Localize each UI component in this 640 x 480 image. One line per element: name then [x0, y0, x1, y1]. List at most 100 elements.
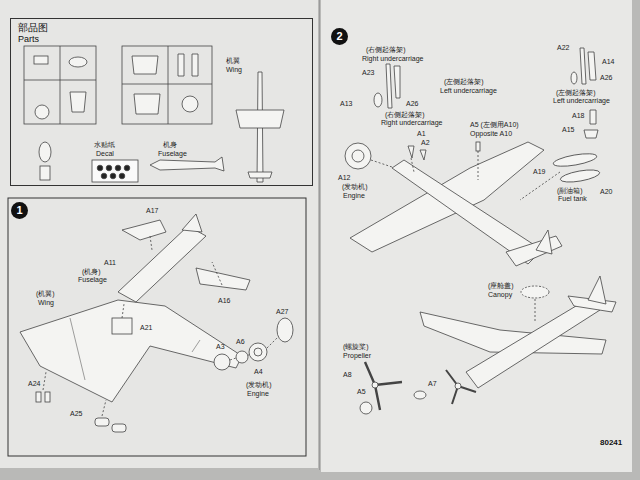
- panel-heading: Parts: [18, 34, 312, 45]
- engine-cowl: [345, 143, 371, 169]
- part-name: Left undercarriage: [440, 87, 497, 95]
- callout-number: A20: [600, 188, 612, 196]
- callout-number: A5 (左侧用A10): [470, 121, 519, 129]
- part-name: Canopy: [488, 291, 512, 299]
- left-page: [0, 0, 318, 468]
- callout-number: A22: [557, 44, 569, 52]
- canopy-part: [40, 166, 50, 180]
- sprue-part: [178, 54, 198, 76]
- callout-number: A26: [406, 100, 418, 108]
- callout-number: A17: [146, 207, 158, 215]
- part-name: (座舱盖): [488, 282, 514, 290]
- cowl-a27: [277, 318, 293, 342]
- part-a24: [45, 392, 50, 402]
- part-name: Engine: [343, 192, 365, 200]
- part-name: Fuselage: [78, 276, 107, 284]
- sprue-part: [182, 96, 198, 112]
- decal-roundel: [115, 165, 121, 171]
- callout-number: A8: [343, 371, 352, 379]
- part-name: Left undercarriage: [553, 97, 610, 105]
- part-a7: [414, 391, 426, 399]
- callout-number: A5: [357, 388, 366, 396]
- step-number-text: 1: [16, 205, 22, 216]
- wing: [20, 300, 242, 402]
- callout-number: A27: [276, 308, 288, 316]
- part-name: Fuel tank: [558, 195, 587, 203]
- part-name: 水贴纸: [94, 141, 115, 149]
- decal-roundel: [97, 165, 103, 171]
- callout-number: A14: [602, 58, 614, 66]
- callout-number: A24: [28, 380, 40, 388]
- sprue-frame: [122, 46, 212, 124]
- wing-part: [236, 110, 284, 128]
- part-name: (螺旋桨): [343, 343, 369, 351]
- part-name: (左侧起落架): [444, 78, 484, 86]
- fuel-tank-a20: [559, 168, 600, 185]
- part-name: (机身): [82, 268, 101, 276]
- wing-part-tail: [248, 172, 272, 178]
- sprue-part: [134, 94, 160, 114]
- part-name: Engine: [247, 390, 269, 398]
- sprue-part: [34, 56, 48, 64]
- callout-number: A21: [140, 324, 152, 332]
- part-name: Wing: [38, 299, 54, 307]
- engine-a4-hub: [254, 348, 262, 356]
- stabilizer-a16: [196, 268, 250, 290]
- undercarriage-door: [394, 66, 400, 98]
- sprue-part: [35, 105, 49, 119]
- step-number-text: 2: [336, 31, 342, 42]
- callout-number: A7: [428, 380, 437, 388]
- part-a15: [584, 130, 598, 138]
- part-a1: [408, 146, 414, 158]
- part-name: 机身: [163, 141, 177, 149]
- assembly-guide: [43, 236, 277, 416]
- decal-sheet: [92, 160, 138, 182]
- callout-number: A2: [421, 139, 430, 147]
- stabilizer-a17: [122, 220, 166, 240]
- spinner-a5: [360, 402, 372, 414]
- decal-roundel: [110, 173, 116, 179]
- callout-number: A3: [216, 343, 225, 351]
- undercarriage-wheel: [571, 72, 577, 84]
- part-a25: [95, 418, 109, 426]
- part-a24: [36, 392, 41, 402]
- part-a21: [112, 318, 132, 334]
- tail-fin: [588, 276, 606, 304]
- sprue-part: [132, 56, 158, 74]
- undercarriage-leg: [386, 64, 392, 108]
- part-name: (副油箱): [557, 187, 583, 195]
- canopy: [521, 286, 549, 298]
- part-name: (发动机): [342, 183, 368, 191]
- step-number: 1: [11, 202, 28, 219]
- callout-number: A19: [533, 168, 545, 176]
- sprue-frame: [24, 46, 96, 124]
- spinner-on-plane: [455, 383, 461, 389]
- panel-heading: 部品图: [18, 22, 312, 34]
- callout-number: A11: [104, 259, 116, 267]
- right-page: [321, 0, 632, 472]
- part-name: 机翼: [226, 57, 240, 65]
- sprue-runner: [24, 46, 96, 124]
- panel-line: [70, 318, 200, 380]
- decal-roundel: [106, 165, 112, 171]
- assembly-guide: [535, 299, 536, 322]
- canopy-part: [39, 142, 51, 162]
- callout-number: A26: [600, 74, 612, 82]
- decal-roundel: [124, 165, 130, 171]
- part-name: Right undercarriage: [362, 55, 423, 63]
- fuselage: [466, 300, 600, 388]
- engine-a4: [249, 343, 267, 361]
- callout-number: A13: [340, 100, 352, 108]
- decal-roundel: [101, 173, 107, 179]
- callout-number: A6: [236, 338, 245, 346]
- callout-number: A4: [254, 368, 263, 376]
- part-a25: [112, 424, 126, 432]
- step-number: 2: [331, 28, 348, 45]
- assembly-guide: [371, 151, 560, 200]
- step-panel: [8, 198, 306, 456]
- undercarriage-wheel: [374, 93, 382, 107]
- page-gutter: [319, 0, 320, 470]
